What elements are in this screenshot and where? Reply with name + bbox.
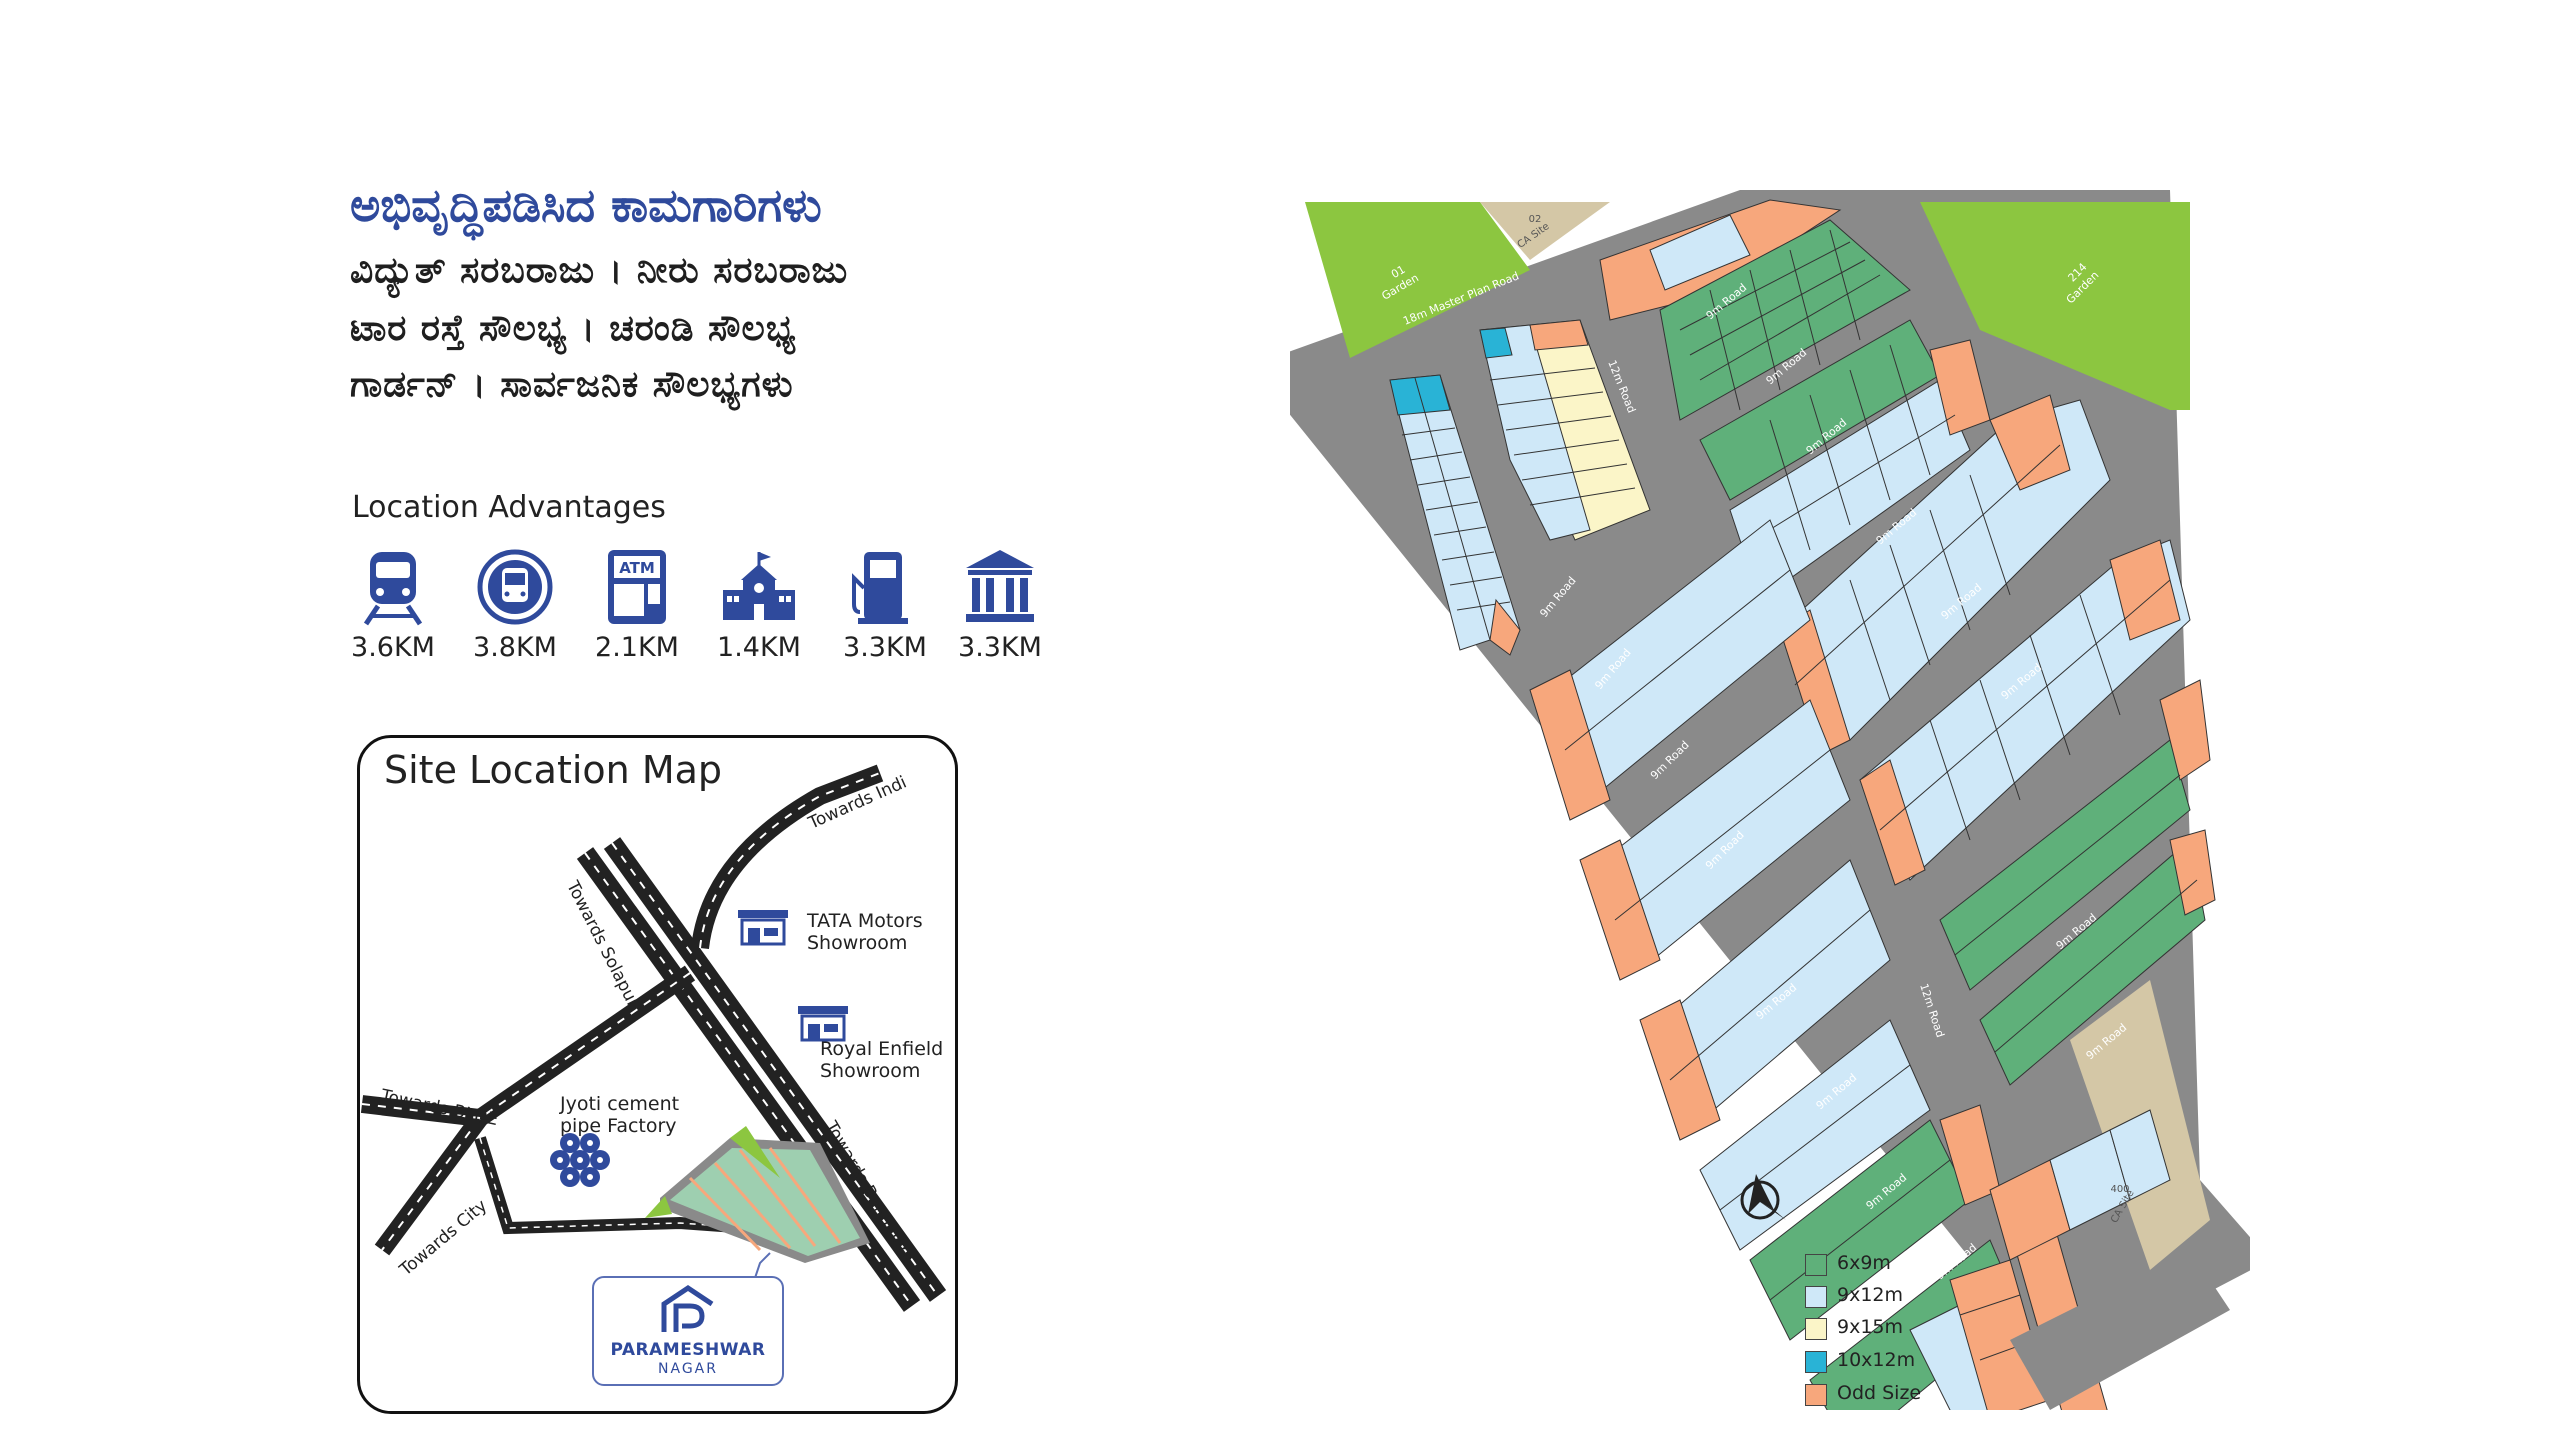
legend-label: Odd Size — [1837, 1382, 1922, 1404]
layout-plan: 18m Master Plan Road 12m Road 12m Road 9… — [1290, 190, 2250, 1410]
advantage-distance: 1.4KM — [717, 632, 801, 663]
brand-name: PARAMESHWAR — [610, 1340, 766, 1360]
tata-showroom-label: TATA Motors Showroom — [807, 910, 923, 954]
legend-label: 10x12m — [1837, 1349, 1916, 1371]
advantage-bank: 3.3KM — [945, 548, 1055, 663]
advantage-school: 1.4KM — [704, 548, 814, 663]
legend-label: 6x9m — [1837, 1252, 1891, 1274]
facility-line-3: ಗಾರ್ಡನ್ । ಸಾರ್ವಜನಿಕ ಸೌಲಭ್ಯಗಳು — [350, 364, 794, 405]
jyoti-factory-label: Jyoti cement pipe Factory — [560, 1093, 680, 1137]
site-parcel-thumbnail — [645, 1126, 870, 1263]
advantage-atm: ATM 2.1KM — [582, 548, 692, 663]
advantage-distance: 3.8KM — [473, 632, 557, 663]
ca-site-400-number: 400 — [2110, 1184, 2129, 1195]
ca-site-02-number: 02 — [1529, 214, 1542, 225]
brand-subtitle: NAGAR — [658, 1361, 718, 1377]
legend-item: 6x9m — [1805, 1250, 2065, 1280]
legend-swatch — [1805, 1254, 1827, 1276]
site-map-roads — [360, 764, 947, 1312]
brand-logo-icon — [661, 1284, 714, 1332]
block-b — [1479, 319, 1651, 541]
legend-item: Odd Size — [1805, 1380, 2065, 1410]
train-icon — [363, 552, 423, 626]
garden-plot-01 — [1305, 202, 1530, 358]
royal-enfield-showroom-label: Royal Enfield Showroom — [820, 1038, 944, 1082]
fuel-pump-icon — [852, 552, 908, 624]
legend-swatch — [1805, 1351, 1827, 1373]
site-map-title: Site Location Map — [384, 748, 723, 792]
block-f — [1859, 539, 2191, 886]
block-c — [1599, 199, 1911, 421]
legend-item: 9x15m — [1805, 1314, 2065, 1344]
tata-showroom-icon — [738, 910, 788, 946]
atm-icon: ATM — [608, 550, 666, 624]
legend-swatch — [1805, 1286, 1827, 1308]
page-title: ಅಭಿವೃದ್ಧಿಪಡಿಸಿದ ಕಾಮಗಾರಿಗಳು — [350, 178, 822, 232]
advantage-distance: 3.3KM — [843, 632, 927, 663]
block-g — [1939, 679, 2216, 1086]
advantage-distance: 3.6KM — [351, 632, 435, 663]
facility-line-1: ವಿದ್ಯುತ್ ಸರಬರಾಜು । ನೀರು ಸರಬರಾಜು — [350, 250, 849, 291]
legend-label: 9x15m — [1837, 1316, 1904, 1338]
block-a — [1389, 374, 1521, 656]
svg-text:ATM: ATM — [619, 559, 655, 577]
ca-site-02 — [1480, 202, 1610, 260]
pipe-factory-icon — [550, 1133, 610, 1187]
royal-enfield-showroom-icon — [798, 1006, 848, 1042]
advantage-distance: 3.3KM — [958, 632, 1042, 663]
advantage-railway: 3.6KM — [338, 548, 448, 663]
facility-line-2: ಟಾರ ರಸ್ತೆ ಸೌಲಭ್ಯ । ಚರಂಡಿ ಸೌಲಭ್ಯ — [350, 308, 797, 349]
block-h — [1529, 519, 1931, 1251]
legend-item: 10x12m — [1805, 1347, 2065, 1377]
legend-swatch — [1805, 1318, 1827, 1340]
site-location-map: Site Location Map — [357, 735, 958, 1414]
advantage-distance: 2.1KM — [595, 632, 679, 663]
bus-icon — [477, 549, 553, 625]
exit-road — [2010, 1250, 2230, 1410]
brand-logo-box: PARAMESHWAR NAGAR — [592, 1276, 784, 1386]
legend-label: 9x12m — [1837, 1284, 1904, 1306]
school-icon — [723, 552, 795, 620]
advantage-bus: 3.8KM — [460, 548, 570, 663]
garden-plot-214 — [1920, 202, 2190, 410]
bank-icon — [966, 550, 1034, 622]
block-d — [1699, 319, 1991, 601]
legend-item: 9x12m — [1805, 1282, 2065, 1312]
legend-swatch — [1805, 1384, 1827, 1406]
advantage-fuel: 3.3KM — [830, 548, 940, 663]
location-advantages-heading: Location Advantages — [352, 490, 666, 525]
block-e — [1779, 394, 2111, 756]
garden-01-number: 01 — [1389, 263, 1408, 281]
north-compass-icon — [1740, 1174, 1786, 1220]
